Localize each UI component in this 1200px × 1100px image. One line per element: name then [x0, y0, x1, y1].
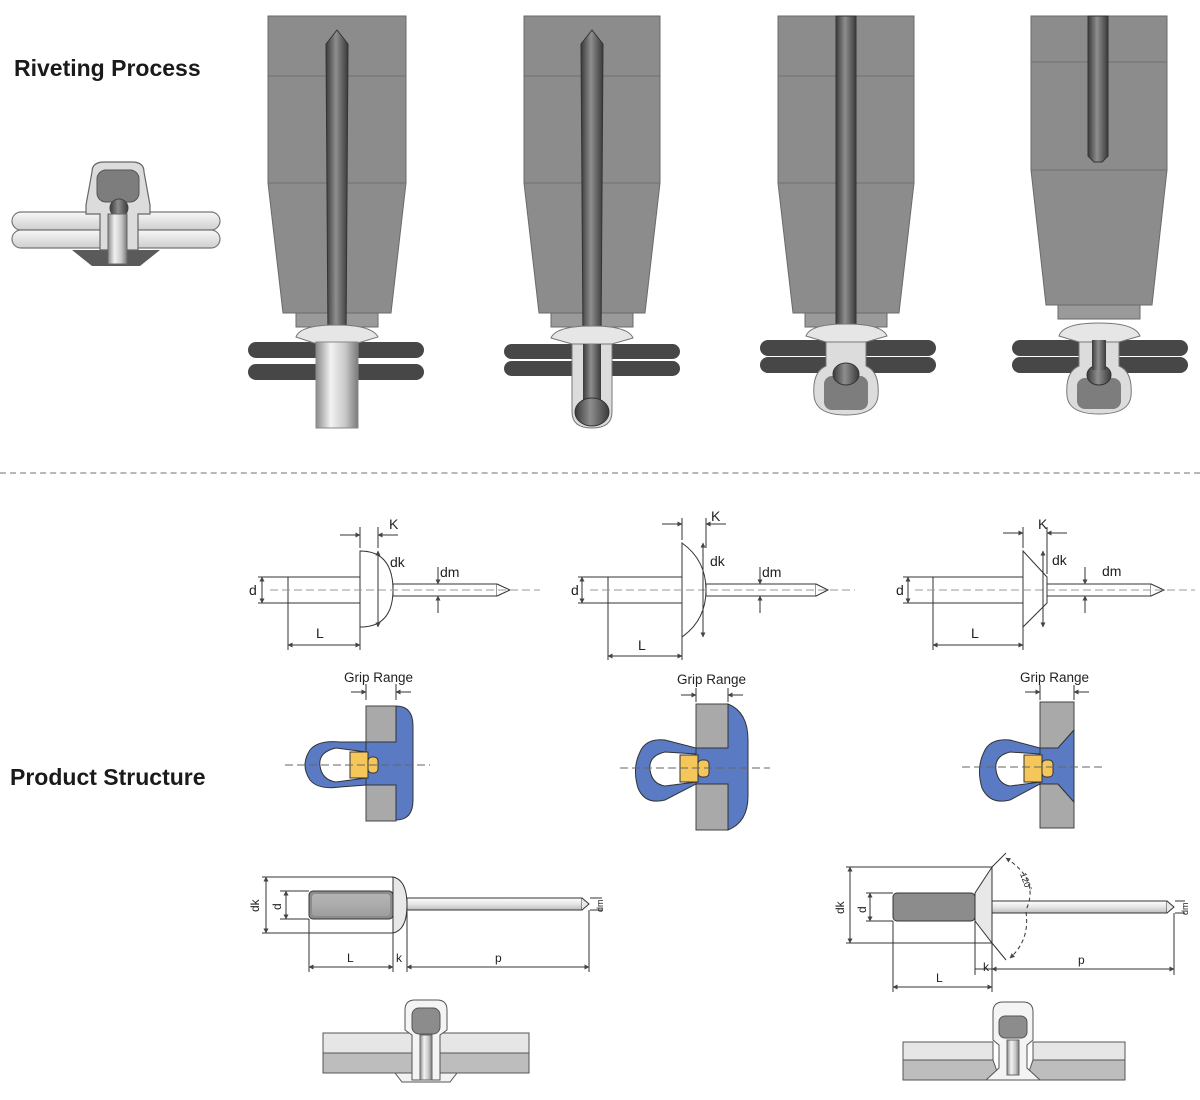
label-L: L: [347, 951, 354, 965]
label-angle: 120°: [1018, 871, 1034, 892]
grip-section-countersunk: [962, 685, 1105, 829]
dim-drawing-dome-large: [578, 518, 855, 660]
detail-labels-dome: dk d dm L k p: [248, 898, 605, 965]
label-dk: dk: [710, 553, 726, 569]
label-L: L: [638, 637, 646, 653]
label-L: L: [971, 625, 979, 641]
dim-labels-a: K dk dm d L: [249, 516, 459, 641]
dim-labels-c: K dk dm d L: [896, 516, 1121, 641]
installed-rivet-countersunk: [902, 1001, 1126, 1081]
label-p: p: [495, 951, 502, 965]
label-dm: dm: [1102, 563, 1121, 579]
process-step-2: [504, 15, 680, 429]
label-d: d: [270, 903, 284, 910]
label-dm: dm: [762, 564, 781, 580]
label-dm: dm: [595, 899, 605, 912]
grip-range-label: Grip Range: [1020, 670, 1089, 685]
label-L: L: [936, 971, 943, 985]
detail-labels-countersunk: dk d dm 120° L k p: [833, 871, 1190, 985]
label-dk: dk: [248, 898, 262, 912]
label-dk: dk: [390, 554, 406, 570]
label-dk: dk: [1052, 552, 1068, 568]
detail-drawing-dome: [262, 876, 602, 972]
label-K: K: [711, 508, 721, 524]
grip-section-dome-large: [620, 688, 770, 831]
label-K: K: [1038, 516, 1048, 532]
dim-labels-b: K dk dm d L: [571, 508, 781, 653]
label-d: d: [855, 906, 869, 913]
product-structure-title: Product Structure: [10, 764, 206, 790]
label-d: d: [571, 582, 579, 598]
label-k: k: [983, 960, 990, 974]
dim-drawing-countersunk: [903, 527, 1195, 650]
riveting-icon: [11, 161, 221, 266]
label-dm: dm: [1180, 902, 1190, 915]
process-step-4: [1012, 15, 1188, 415]
detail-drawing-countersunk: [846, 852, 1185, 992]
process-step-3: [760, 15, 936, 416]
label-d: d: [896, 582, 904, 598]
grip-range-label: Grip Range: [677, 672, 746, 687]
label-k: k: [396, 951, 403, 965]
label-dk: dk: [833, 900, 847, 914]
riveting-process-title: Riveting Process: [14, 55, 201, 81]
label-d: d: [249, 582, 257, 598]
process-step-1: [248, 15, 424, 429]
grip-range-label: Grip Range: [344, 670, 413, 685]
dim-drawing-dome-small: [258, 527, 540, 650]
label-L: L: [316, 625, 324, 641]
label-dm: dm: [440, 564, 459, 580]
grip-section-dome-small: [285, 684, 430, 822]
label-p: p: [1078, 953, 1085, 967]
installed-rivet-dome: [322, 999, 530, 1083]
section-divider: [0, 472, 1200, 474]
label-K: K: [389, 516, 399, 532]
